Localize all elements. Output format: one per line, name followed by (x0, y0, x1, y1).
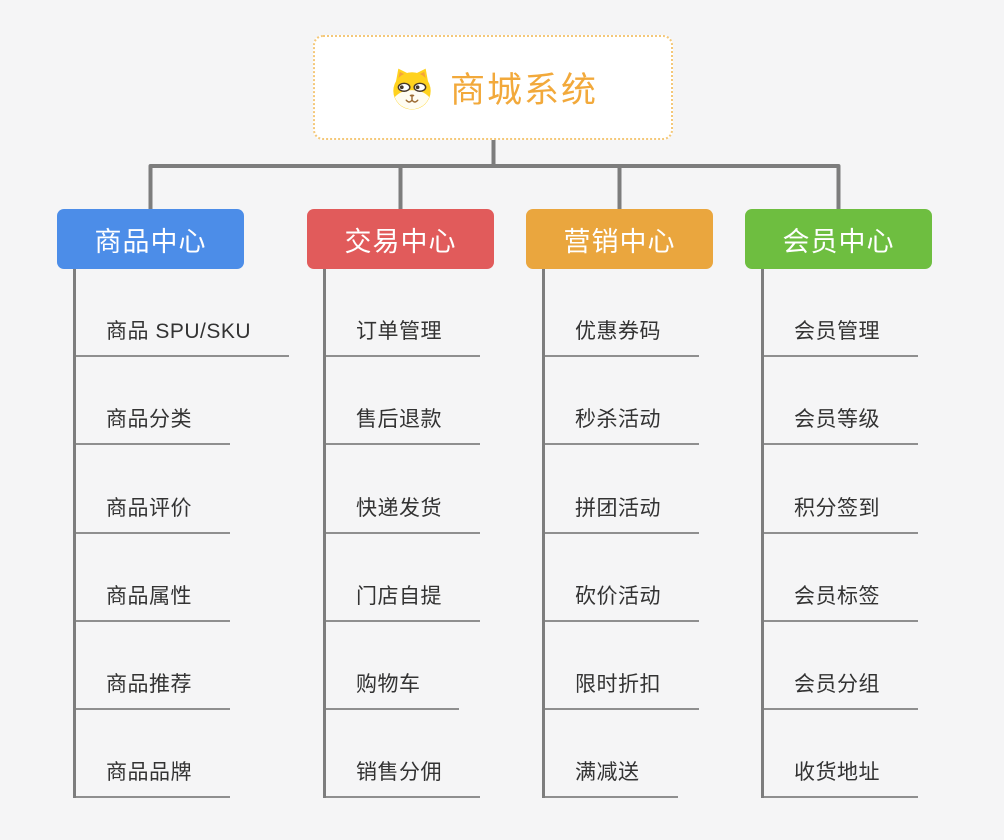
leaf-node[interactable]: 快递发货 (326, 445, 480, 534)
leaf-label: 会员管理 (794, 320, 880, 344)
branch-header-marketing-center[interactable]: 营销中心 (526, 209, 713, 269)
leaf-label: 商品属性 (106, 584, 192, 608)
leaf-label: 快递发货 (356, 496, 442, 520)
leaf-node[interactable]: 商品属性 (76, 534, 230, 622)
leaf-node[interactable]: 积分签到 (764, 445, 918, 534)
leaf-label: 满减送 (575, 761, 640, 785)
leaf-label: 商品评价 (106, 496, 192, 520)
leaf-label: 拼团活动 (575, 496, 661, 520)
leaf-list-member-center: 会员管理 会员等级 积分签到 会员标签 会员分组 收货地址 (761, 269, 932, 799)
leaf-node[interactable]: 收货地址 (764, 710, 918, 799)
leaf-label: 商品推荐 (106, 672, 192, 696)
leaf-list-trade-center: 订单管理 售后退款 快递发货 门店自提 购物车 销售分佣 (323, 269, 494, 799)
leaf-node[interactable]: 砍价活动 (545, 534, 699, 622)
leaf-label: 秒杀活动 (575, 408, 661, 432)
leaf-label: 销售分佣 (356, 761, 442, 785)
dog-face-icon (388, 65, 436, 111)
leaf-node[interactable]: 门店自提 (326, 534, 480, 622)
leaf-node[interactable]: 商品评价 (76, 445, 230, 534)
leaf-label: 会员分组 (794, 672, 880, 696)
root-title: 商城系统 (449, 71, 598, 110)
bus-line (148, 164, 841, 209)
branch-marketing-center: 营销中心 优惠券码 秒杀活动 拼团活动 砍价活动 限时折扣 满减送 (526, 209, 713, 799)
leaf-node[interactable]: 购物车 (326, 622, 459, 710)
leaf-label: 限时折扣 (575, 672, 661, 696)
leaf-node[interactable]: 优惠券码 (545, 269, 699, 358)
leaf-node[interactable]: 满减送 (545, 710, 678, 799)
root-node[interactable]: 商城系统 (313, 35, 673, 140)
leaf-label: 门店自提 (356, 584, 442, 608)
leaf-label: 售后退款 (356, 408, 442, 432)
leaf-label: 商品 SPU/SKU (106, 320, 252, 344)
branch-member-center: 会员中心 会员管理 会员等级 积分签到 会员标签 会员分组 收货地址 (745, 209, 932, 799)
leaf-node[interactable]: 限时折扣 (545, 622, 699, 710)
leaf-node[interactable]: 秒杀活动 (545, 357, 699, 446)
branch-header-member-center[interactable]: 会员中心 (745, 209, 932, 269)
leaf-label: 会员标签 (794, 584, 880, 608)
leaf-node[interactable]: 订单管理 (326, 269, 480, 358)
branch-header-product-center[interactable]: 商品中心 (57, 209, 244, 269)
leaf-label: 会员等级 (794, 408, 880, 432)
leaf-list-marketing-center: 优惠券码 秒杀活动 拼团活动 砍价活动 限时折扣 满减送 (542, 269, 713, 799)
leaf-node[interactable]: 会员管理 (764, 269, 918, 358)
leaf-node[interactable]: 拼团活动 (545, 445, 699, 534)
leaf-label: 优惠券码 (575, 320, 661, 344)
branch-trade-center: 交易中心 订单管理 售后退款 快递发货 门店自提 购物车 销售分佣 (307, 209, 494, 799)
leaf-node[interactable]: 销售分佣 (326, 710, 480, 799)
leaf-node[interactable]: 商品分类 (76, 357, 230, 446)
leaf-node[interactable]: 商品推荐 (76, 622, 230, 710)
leaf-node[interactable]: 商品品牌 (76, 710, 230, 799)
leaf-node[interactable]: 商品 SPU/SKU (76, 269, 290, 358)
branch-product-center: 商品中心 商品 SPU/SKU 商品分类 商品评价 商品属性 商品推荐 商品品牌 (57, 209, 290, 799)
leaf-node[interactable]: 会员分组 (764, 622, 918, 710)
leaf-label: 购物车 (356, 672, 421, 696)
leaf-label: 砍价活动 (575, 584, 661, 608)
leaf-node[interactable]: 售后退款 (326, 357, 480, 446)
leaf-label: 积分签到 (794, 496, 880, 520)
leaf-label: 商品分类 (106, 408, 192, 432)
leaf-node[interactable]: 会员等级 (764, 357, 918, 446)
leaf-label: 商品品牌 (106, 761, 192, 785)
leaf-node[interactable]: 会员标签 (764, 534, 918, 622)
leaf-list-product-center: 商品 SPU/SKU 商品分类 商品评价 商品属性 商品推荐 商品品牌 (73, 269, 290, 799)
leaf-label: 收货地址 (794, 761, 880, 785)
leaf-label: 订单管理 (356, 320, 442, 344)
branch-header-trade-center[interactable]: 交易中心 (307, 209, 494, 269)
